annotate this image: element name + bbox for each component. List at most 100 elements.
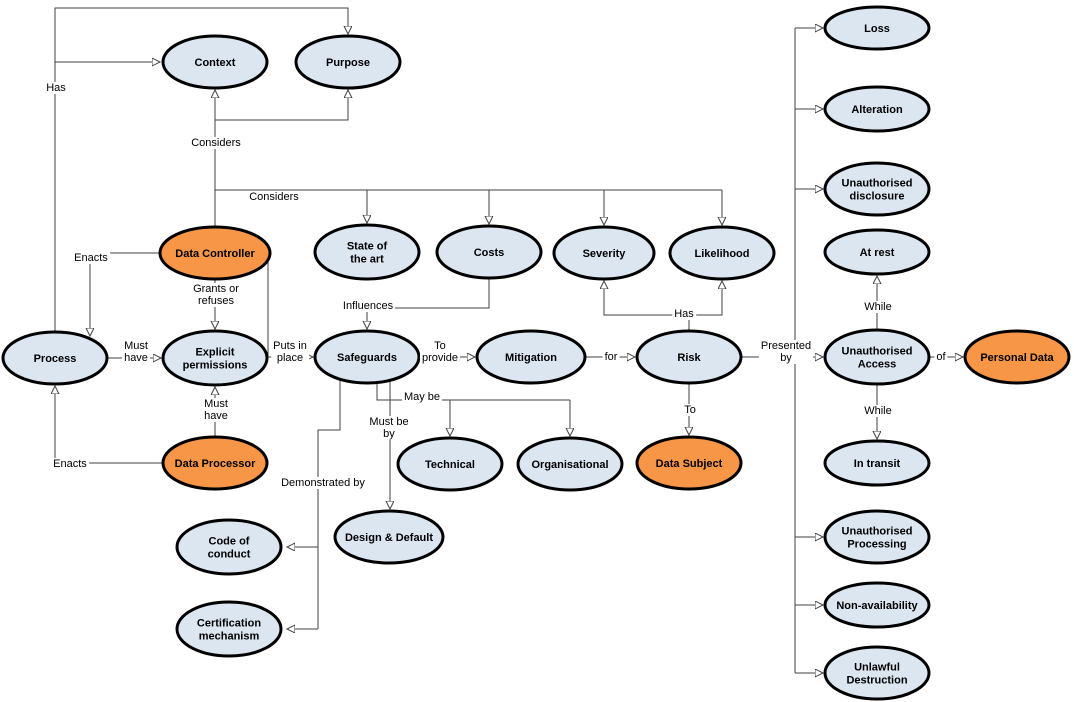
node-organisational: Organisational xyxy=(516,436,624,492)
node-shape xyxy=(175,600,283,658)
node-shape xyxy=(475,329,587,385)
node-label: Mitigation xyxy=(505,352,557,364)
node-shape xyxy=(161,329,269,387)
node-label: Alteration xyxy=(851,104,903,116)
node-shape xyxy=(823,85,931,133)
node-label: Costs xyxy=(474,247,505,259)
node-risk: Risk xyxy=(635,329,743,385)
node-shape xyxy=(823,228,931,276)
edge-risk-has-likelihood xyxy=(689,281,722,316)
node-label: Likelihood xyxy=(695,248,750,260)
node-shape xyxy=(823,509,931,565)
node-shape xyxy=(333,509,445,565)
node-alteration: Alteration xyxy=(823,85,931,133)
edge-risk-has-severity xyxy=(604,281,690,331)
node-shape xyxy=(963,329,1071,385)
node-in-transit: In transit xyxy=(823,439,931,487)
node-label: Non-availability xyxy=(836,600,918,612)
node-shape xyxy=(161,34,269,90)
node-shape xyxy=(823,581,931,629)
node-personal-data: Personal Data xyxy=(963,329,1071,385)
edge-may-be-trunk xyxy=(376,382,570,401)
node-label: Context xyxy=(195,57,236,69)
node-shape xyxy=(516,436,624,492)
node-label: Design & Default xyxy=(345,532,433,544)
node-label: Severity xyxy=(583,248,627,260)
node-shape xyxy=(294,34,402,90)
node-costs: Costs xyxy=(435,224,543,280)
edge-considers-trunk xyxy=(214,189,722,227)
node-technical: Technical xyxy=(396,436,504,492)
node-label: Data Subject xyxy=(656,458,723,470)
edge-controller-considers-purpose xyxy=(215,90,348,121)
edge-controller-enacts-process xyxy=(90,252,160,336)
node-shape xyxy=(823,5,931,51)
node-non-availability: Non-availability xyxy=(823,581,931,629)
node-label: At rest xyxy=(860,247,895,259)
node-shape xyxy=(823,645,931,701)
node-shape xyxy=(396,436,504,492)
edge-demonstrated-trunk xyxy=(317,379,341,629)
edge-processor-enacts-process xyxy=(55,386,163,464)
node-shape xyxy=(635,435,743,491)
node-shape xyxy=(435,224,543,280)
node-label: Safeguards xyxy=(337,352,397,364)
node-label: In transit xyxy=(854,458,901,470)
edge-costs-influences xyxy=(367,278,490,329)
node-label: Process xyxy=(34,353,77,365)
node-shape xyxy=(668,225,776,281)
node-data-processor: Data Processor xyxy=(161,435,269,491)
node-label: Risk xyxy=(677,352,701,364)
node-safeguards: Safeguards xyxy=(313,329,421,385)
node-severity: Severity xyxy=(552,225,656,281)
node-mitigation: Mitigation xyxy=(475,329,587,385)
node-label: Data Processor xyxy=(175,458,256,470)
node-data-controller: Data Controller xyxy=(158,225,272,281)
node-shape xyxy=(552,225,656,281)
node-data-subject: Data Subject xyxy=(635,435,743,491)
node-loss: Loss xyxy=(823,5,931,51)
node-label: Data Controller xyxy=(175,248,255,260)
node-label: Loss xyxy=(864,23,890,35)
node-shape xyxy=(175,518,283,576)
node-label: Organisational xyxy=(531,459,608,471)
node-shape xyxy=(823,161,931,217)
node-shape xyxy=(158,225,272,281)
node-shape xyxy=(313,223,421,281)
edge-process-has-purpose xyxy=(54,7,348,332)
node-shape xyxy=(823,439,931,487)
node-label: Personal Data xyxy=(980,352,1054,364)
node-shape xyxy=(1,330,109,386)
node-shape xyxy=(823,328,931,386)
edge-puts-in-place xyxy=(267,260,313,357)
node-shape xyxy=(161,435,269,491)
node-purpose: Purpose xyxy=(294,34,402,90)
node-label: Purpose xyxy=(326,57,370,69)
node-process: Process xyxy=(1,330,109,386)
node-shape xyxy=(313,329,421,385)
node-at-rest: At rest xyxy=(823,228,931,276)
node-label: Technical xyxy=(425,459,475,471)
node-design-default: Design & Default xyxy=(333,509,445,565)
node-context: Context xyxy=(161,34,269,90)
node-shape xyxy=(635,329,743,385)
